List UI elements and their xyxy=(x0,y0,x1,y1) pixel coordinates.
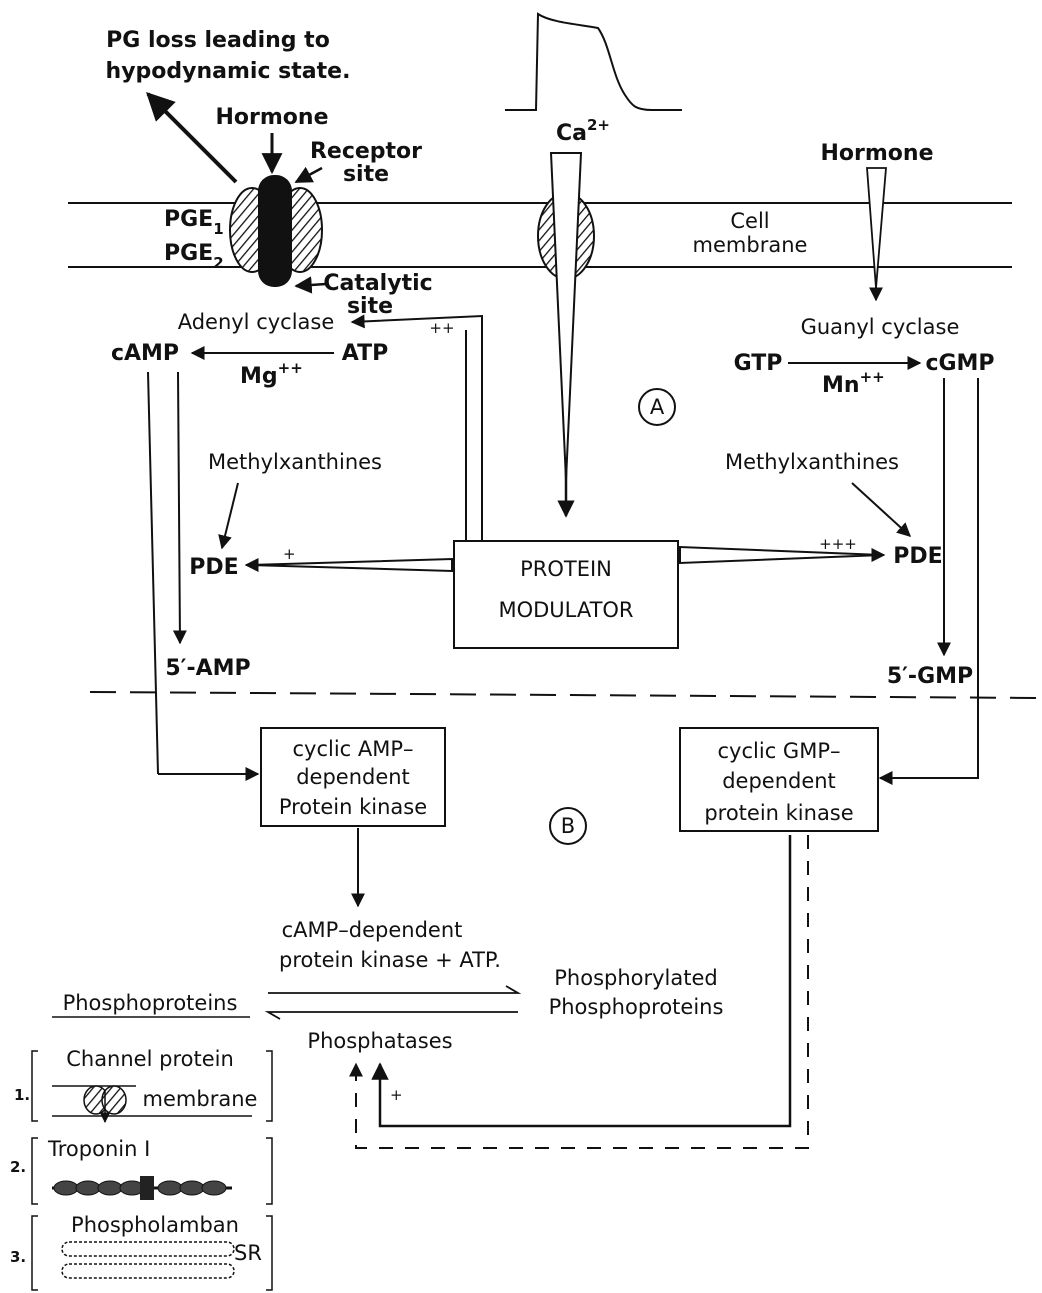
adenyl-cyclase-label: Adenyl cyclase xyxy=(178,310,335,334)
compartment-divider xyxy=(90,692,1040,698)
camp-to-kinase-line xyxy=(148,372,158,774)
camp-label: cAMP xyxy=(111,341,179,366)
protein-modulator-label-1: PROTEIN xyxy=(520,557,612,581)
substrate-1-label: Channel protein xyxy=(66,1047,234,1071)
cell-membrane-label: Cell xyxy=(730,209,769,233)
substrate-channel-protein: 1. Channel protein membrane xyxy=(14,1047,272,1122)
cgmp-kinase-dashed-feedback xyxy=(356,835,808,1148)
receptor-site-label: Receptor xyxy=(310,139,422,164)
protein-modulator-label-2: MODULATOR xyxy=(498,598,633,622)
cgmp-kinase-label-2: dependent xyxy=(722,769,836,793)
five-gmp-label: 5′-GMP xyxy=(887,664,973,689)
phosphatases-label: Phosphatases xyxy=(307,1029,452,1053)
mg-label: Mg++ xyxy=(240,359,303,389)
pde-left-label: PDE xyxy=(189,555,238,580)
pg-loss-label: PG loss leading to xyxy=(106,28,330,53)
catalytic-site-label: Catalytic xyxy=(323,271,432,296)
substrate-3-sublabel: SR xyxy=(234,1241,262,1265)
phosphoproteins-label: Phosphoproteins xyxy=(63,991,238,1015)
camp-kinase-label-1: cyclic AMP– xyxy=(292,737,413,761)
substrate-3-label: Phospholamban xyxy=(71,1213,239,1237)
cgmp-kinase-label-3: protein kinase xyxy=(704,801,853,825)
action-potential-trace xyxy=(505,14,682,110)
cell-membrane-label-2: membrane xyxy=(693,233,808,257)
atp-label: ATP xyxy=(342,341,388,366)
circle-a-label: A xyxy=(650,395,665,419)
plus-plus-label: ++ xyxy=(429,319,454,337)
methylxanthines-left-arrow xyxy=(222,483,238,548)
catalytic-site-label-2: site xyxy=(347,294,393,319)
substrate-2-number: 2. xyxy=(10,1158,26,1176)
circle-b-label: B xyxy=(561,814,575,838)
hormone-left-label: Hormone xyxy=(216,105,329,130)
camp-kinase-label-3: Protein kinase xyxy=(279,795,427,819)
catalytic-site-arrow xyxy=(296,284,326,286)
modulator-to-pde-left-wedge xyxy=(250,559,452,571)
receptor-complex xyxy=(230,175,322,287)
calcium-label: Ca2+ xyxy=(556,116,610,146)
substrate-1-number: 1. xyxy=(14,1086,30,1104)
cgmp-kinase-label-1: cyclic GMP– xyxy=(718,739,841,763)
camp-kinase-atp-label-1: cAMP–dependent xyxy=(282,918,463,942)
forward-phosphorylation-arrow xyxy=(268,986,518,993)
receptor-site-label-2: site xyxy=(343,162,389,187)
camp-kinase-label-2: dependent xyxy=(296,765,410,789)
cgmp-to-kinase-line xyxy=(880,378,978,778)
methylxanthines-right-arrow xyxy=(852,483,910,536)
substrate-phospholamban: 3. Phospholamban SR xyxy=(10,1213,272,1290)
cgmp-label: cGMP xyxy=(925,351,994,376)
camp-to-5amp-arrow xyxy=(178,372,180,643)
pde-right-label: PDE xyxy=(893,544,942,569)
substrate-troponin-i: 2. Troponin I xyxy=(10,1137,272,1204)
substrate-1-sublabel: membrane xyxy=(143,1087,258,1111)
substrate-3-number: 3. xyxy=(10,1248,26,1266)
receptor-site-arrow xyxy=(296,168,322,182)
hormone-right-label: Hormone xyxy=(821,141,934,166)
methylxanthines-right-label: Methylxanthines xyxy=(725,450,899,474)
camp-kinase-atp-label-2: protein kinase + ATP. xyxy=(279,948,501,972)
phosphorylated-label-2: Phosphoproteins xyxy=(549,995,724,1019)
guanyl-cyclase-label: Guanyl cyclase xyxy=(801,315,960,339)
methylxanthines-left-label: Methylxanthines xyxy=(208,450,382,474)
plus-plus-plus-label: +++ xyxy=(819,535,857,553)
pge1-label: PGE1 xyxy=(164,207,224,238)
five-amp-label: 5′-AMP xyxy=(165,656,250,681)
phosphorylated-label-1: Phosphorylated xyxy=(554,966,718,990)
phosphatases-plus-label: + xyxy=(390,1086,403,1104)
mn-label: Mn++ xyxy=(822,368,885,398)
gtp-label: GTP xyxy=(734,351,783,376)
plus-left-label: + xyxy=(283,545,296,563)
reverse-dephosphorylation-arrow xyxy=(268,1012,518,1019)
pg-loss-label-2: hypodynamic state. xyxy=(106,59,351,84)
substrate-2-label: Troponin I xyxy=(47,1137,150,1161)
right-hormone-wedge xyxy=(867,168,886,288)
